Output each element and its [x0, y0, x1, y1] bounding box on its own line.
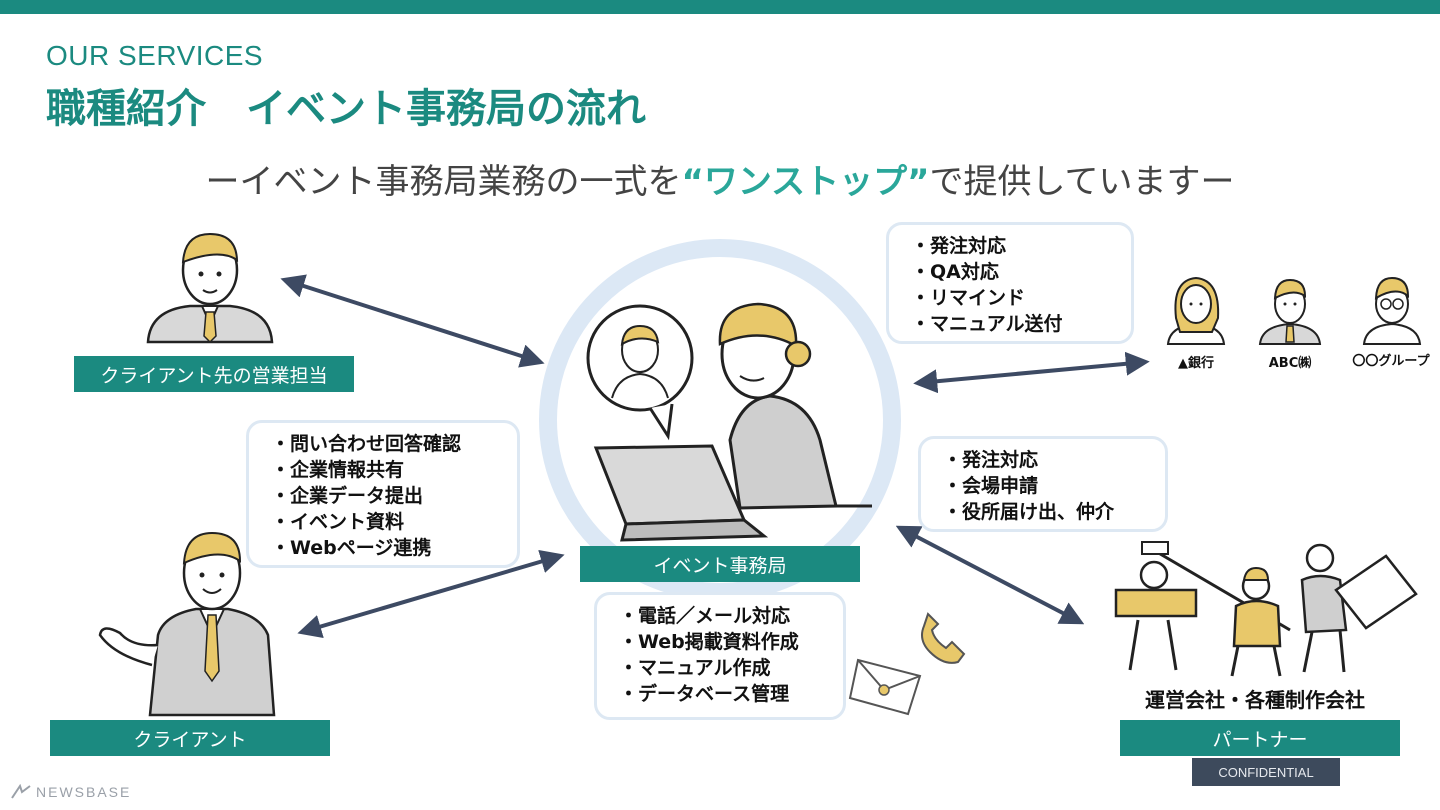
arrow-partners [895, 525, 1085, 625]
arrow-client [297, 549, 565, 639]
list-item: マニュアル作成 [619, 655, 829, 681]
confidential-badge: CONFIDENTIAL [1192, 758, 1340, 786]
subtitle-pre: ーイベント事務局業務の一式を [205, 162, 682, 202]
person-icon [1258, 278, 1322, 345]
tasks-client-side: 問い合わせ回答確認 企業情報共有 企業データ提出 イベント資料 Webページ連携 [246, 420, 520, 568]
logo-text: NEWSBASE [36, 784, 132, 800]
label-partner: パートナー [1120, 720, 1400, 756]
list-item: Web掲載資料作成 [619, 629, 829, 655]
tasks-partners: 発注対応 会場申請 役所届け出、仲介 [918, 436, 1168, 532]
arrow-sales [280, 274, 545, 368]
top-accent-bar [0, 0, 1440, 14]
subtitle-highlight: “ワンストップ” [681, 162, 930, 202]
list-item: 発注対応 [943, 447, 1151, 473]
phone-icon [921, 612, 966, 664]
company-label: ABC㈱ [1268, 356, 1312, 371]
company-label: ▲銀行 [1178, 356, 1214, 371]
operator-illustration [586, 302, 872, 542]
laptop-icon [593, 444, 769, 542]
list-item: QA対応 [911, 259, 1117, 285]
label-center: イベント事務局 [580, 546, 860, 582]
subtitle-post: で提供していますー [929, 162, 1235, 202]
list-item: 会場申請 [943, 473, 1151, 499]
person-icon [146, 232, 274, 344]
list-item: 問い合わせ回答確認 [271, 431, 503, 457]
envelope-icon [848, 658, 922, 716]
list-item: データベース管理 [619, 681, 829, 707]
list-item: リマインド [911, 285, 1117, 311]
arrow-companies [913, 351, 1150, 394]
person-icon [1166, 276, 1226, 345]
brand-logo: NEWSBASE [10, 784, 131, 800]
list-item: 発注対応 [911, 233, 1117, 259]
tasks-internal: 電話／メール対応 Web掲載資料作成 マニュアル作成 データベース管理 [594, 592, 846, 720]
list-item: マニュアル送付 [911, 311, 1117, 337]
list-item: 役所届け出、仲介 [943, 499, 1151, 525]
tasks-companies: 発注対応 QA対応 リマインド マニュアル送付 [886, 222, 1134, 344]
person-icon [1362, 276, 1422, 345]
label-client: クライアント [50, 720, 330, 756]
center-ring [539, 239, 901, 601]
label-sales: クライアント先の営業担当 [74, 356, 354, 392]
list-item: Webページ連携 [271, 535, 503, 561]
logo-icon [11, 784, 31, 799]
list-item: イベント資料 [271, 509, 503, 535]
page-title: 職種紹介 イベント事務局の流れ [46, 86, 646, 132]
section-eyebrow: OUR SERVICES [46, 40, 264, 71]
camera-crew-icon [1114, 541, 1418, 677]
list-item: 企業データ提出 [271, 483, 503, 509]
page-subtitle: ーイベント事務局業務の一式を“ワンストップ”で提供していますー [0, 154, 1440, 203]
partners-caption: 運営会社・各種制作会社 [1145, 688, 1365, 712]
list-item: 企業情報共有 [271, 457, 503, 483]
person-icon [98, 531, 276, 717]
list-item: 電話／メール対応 [619, 603, 829, 629]
company-label: 〇〇グループ [1352, 354, 1430, 369]
